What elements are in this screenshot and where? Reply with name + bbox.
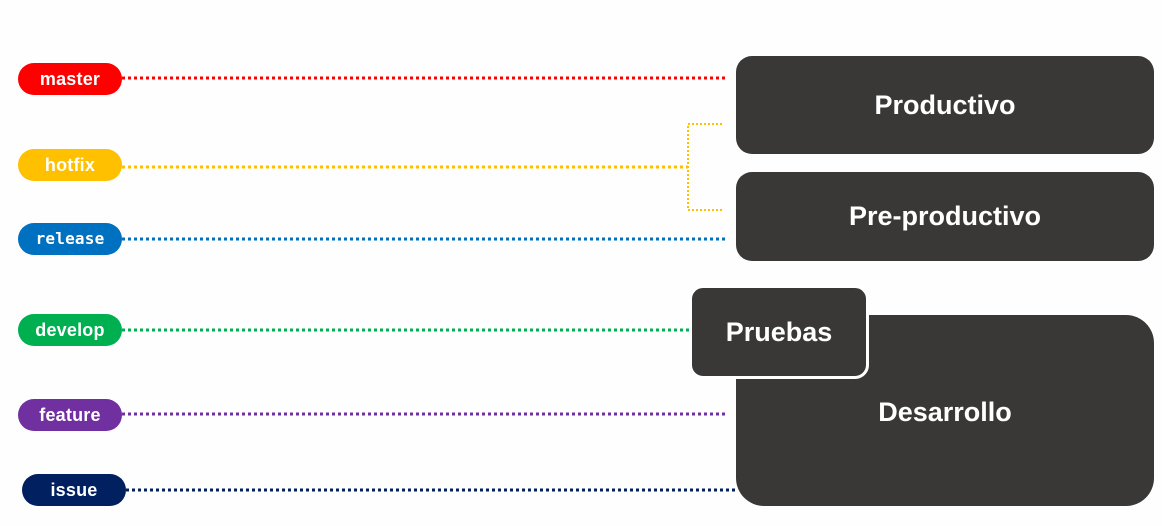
branch-feature: feature xyxy=(18,399,122,431)
connector-hotfix-bracket xyxy=(687,123,722,211)
env-pruebas-label: Pruebas xyxy=(725,316,833,347)
branch-issue: issue xyxy=(22,474,126,506)
branch-develop: develop xyxy=(18,314,122,346)
env-pruebas: Pruebas xyxy=(689,285,869,379)
env-preproductivo: Pre-productivo xyxy=(736,172,1154,261)
branch-master: master xyxy=(18,63,122,95)
env-productivo: Productivo xyxy=(736,56,1154,154)
branch-release: release xyxy=(18,223,122,255)
env-desarrollo-label: Desarrollo xyxy=(878,397,1012,427)
env-productivo-label: Productivo xyxy=(874,89,1016,120)
branch-hotfix: hotfix xyxy=(18,149,122,181)
env-preproductivo-label: Pre-productivo xyxy=(848,201,1042,231)
